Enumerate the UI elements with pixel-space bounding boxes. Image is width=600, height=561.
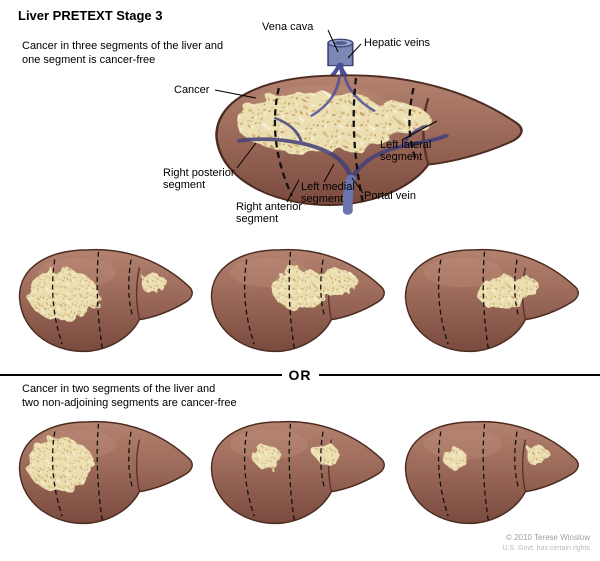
caption-bottom: Cancer in two segments of the liver and … [22,383,237,411]
label-right-posterior-segment: Right posterior segment [163,167,235,192]
cancer-mass [443,445,550,470]
cancer-mass [271,268,358,310]
label-hepatic-veins: Hepatic veins [364,37,431,49]
vena-cava-graphic [327,38,354,67]
portal-vein-trunk [342,174,357,215]
label-cancer: Cancer [174,84,210,96]
divider-line-right [318,374,600,376]
liver-three-segments-variant-3 [404,248,579,353]
caption-top-line1: Cancer in three segments of the liver an… [22,40,224,52]
label-vena-cava: Vena cava [262,21,314,33]
caption-top-line2: one segment is cancer-free [22,53,156,66]
caption-bottom-line1: Cancer in two segments of the liver and [22,383,216,395]
liver-two-segments-variant-1 [18,420,193,525]
label-left-lateral-segment: Left lateral segment [380,139,432,164]
divider-or-text: OR [288,367,312,383]
divider-line-left [0,374,282,376]
cancer-mass [26,438,94,492]
cancer-mass [477,276,540,310]
copyright-credit: © 2010 Terese Winslow U.S. Govt. has cer… [502,533,590,553]
portal-vein-branches [236,74,449,182]
liver-three-segments-variant-2 [210,248,385,353]
liver-two-segments-variant-2 [210,420,385,525]
cancer-mass [27,269,167,321]
page-title: Liver PRETEXT Stage 3 [18,8,163,23]
label-left-medial-segment: Left medial segment [301,181,355,206]
caption-top: Cancer in three segments of the liver an… [22,40,223,68]
liver-two-segments-variant-3 [404,420,579,525]
label-right-anterior-segment: Right anterior segment [236,201,303,226]
caption-bottom-line2: two non-adjoining segments are cancer-fr… [22,396,237,409]
label-portal-vein: Portal vein [364,190,416,202]
credit-line2: U.S. Govt. has certain rights [502,544,590,552]
credit-line1: © 2010 Terese Winslow [505,533,590,542]
or-divider: OR [0,367,600,383]
liver-three-segments-variant-1 [18,248,193,353]
